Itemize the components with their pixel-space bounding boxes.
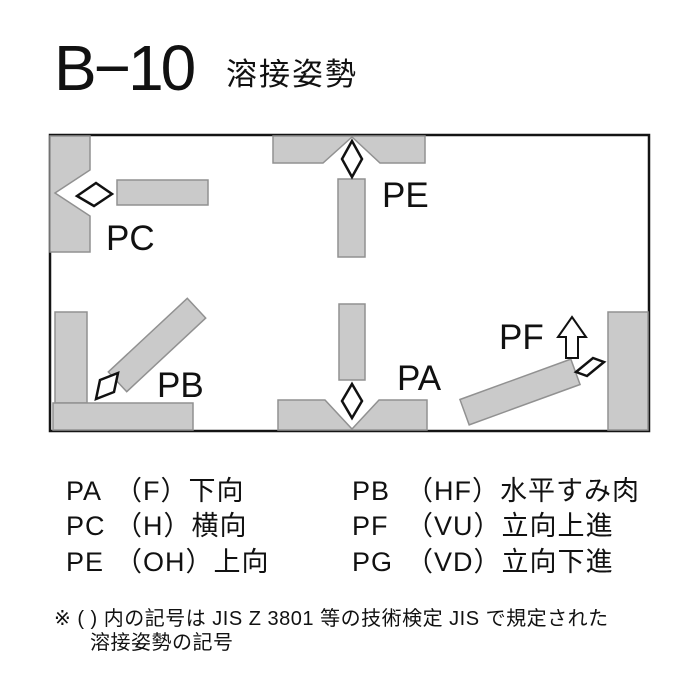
legend-jis-code: （F） bbox=[115, 476, 189, 506]
pb-electrode-diamond-icon bbox=[94, 370, 120, 402]
legend-name: 水平すみ肉 bbox=[500, 476, 640, 506]
pc-torch-bar bbox=[116, 179, 209, 206]
pf-electrode-diamond-icon bbox=[573, 356, 607, 378]
legend-row-pe: PE （OH）上向 bbox=[66, 547, 270, 578]
legend-code: PA bbox=[66, 476, 103, 506]
legend-jis-code: （VU） bbox=[406, 511, 502, 541]
legend-name: 横向 bbox=[191, 511, 248, 541]
legend-jis-code: （VD） bbox=[406, 547, 502, 577]
pc-grooved-plate bbox=[49, 135, 91, 253]
pe-electrode-diamond-icon bbox=[340, 138, 364, 180]
pe-grooved-plate bbox=[272, 135, 426, 164]
pf-vertical-plate bbox=[607, 311, 649, 431]
legend-code: PB bbox=[352, 476, 391, 506]
label-pc: PC bbox=[106, 219, 155, 258]
legend-row-pc: PC （H）横向 bbox=[66, 511, 248, 542]
legend-name: 立向下進 bbox=[501, 547, 614, 577]
legend-name: 立向上進 bbox=[501, 511, 614, 541]
pc-electrode-diamond-icon bbox=[74, 181, 115, 208]
page-title-code: B−10 bbox=[54, 32, 196, 104]
pa-torch-bar bbox=[338, 303, 366, 381]
pb-horizontal-plate bbox=[52, 402, 194, 431]
footnote-line2: 溶接姿勢の記号 bbox=[90, 632, 234, 654]
pb-torch-bar bbox=[107, 297, 207, 393]
legend-code: PG bbox=[352, 547, 394, 577]
label-pe: PE bbox=[382, 176, 429, 215]
legend-jis-code: （OH） bbox=[115, 547, 214, 577]
pa-electrode-diamond-icon bbox=[340, 381, 364, 421]
legend-row-pf: PF （VU）立向上進 bbox=[352, 511, 614, 542]
pf-torch-bar bbox=[458, 358, 582, 426]
label-pa: PA bbox=[397, 359, 442, 398]
legend-code: PC bbox=[66, 511, 106, 541]
diagram-border bbox=[48, 133, 651, 433]
up-arrow-icon bbox=[556, 315, 588, 359]
legend-jis-code: （HF） bbox=[406, 476, 500, 506]
pe-torch-bar bbox=[337, 178, 366, 258]
legend-code: PE bbox=[66, 547, 105, 577]
legend-name: 下向 bbox=[188, 476, 245, 506]
page-title-text: 溶接姿勢 bbox=[226, 57, 358, 92]
label-pb: PB bbox=[157, 366, 204, 405]
legend-code: PF bbox=[352, 511, 389, 541]
legend-jis-code: （H） bbox=[115, 511, 192, 541]
legend-name: 上向 bbox=[213, 547, 270, 577]
footnote-line1: ※ ( ) 内の記号は JIS Z 3801 等の技術検定 JIS で規定された bbox=[54, 608, 609, 630]
pa-grooved-plate bbox=[277, 399, 428, 431]
pb-vertical-plate bbox=[54, 311, 88, 404]
legend-row-pg: PG （VD）立向下進 bbox=[352, 547, 614, 578]
legend-row-pb: PB （HF）水平すみ肉 bbox=[352, 476, 640, 507]
legend-row-pa: PA （F）下向 bbox=[66, 476, 245, 507]
label-pf: PF bbox=[499, 318, 544, 357]
